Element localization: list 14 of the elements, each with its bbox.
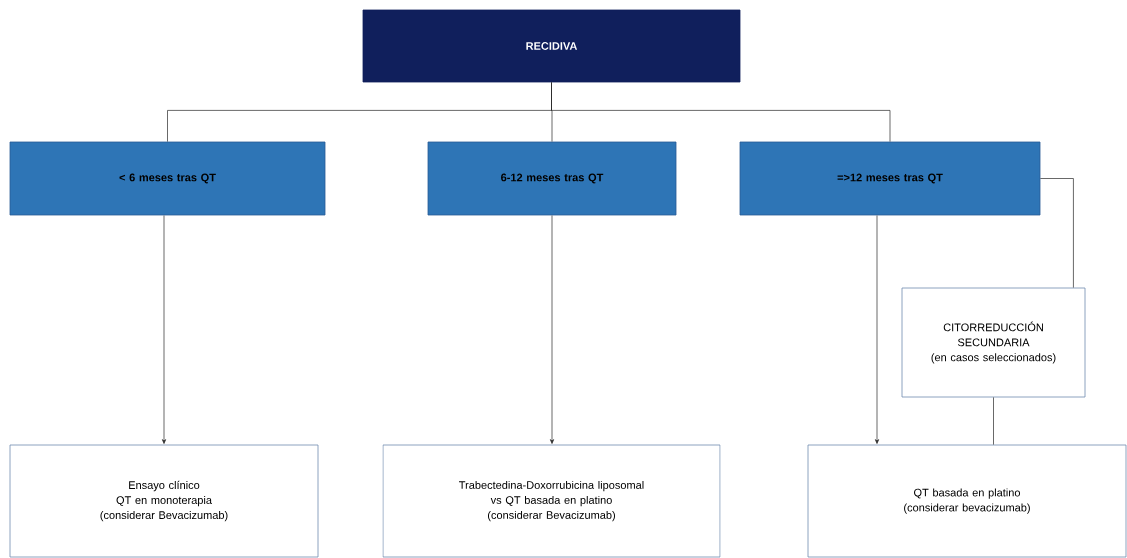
category-box: =>12 meses tras QT [739, 141, 1041, 216]
connector [549, 215, 555, 444]
process-box: CITORREDUCCIÓN SECUNDARIA (en casos seleccionados) [901, 287, 1086, 398]
category-box: 6-12 meses tras QT [427, 141, 677, 216]
connector [161, 215, 167, 444]
connector [551, 82, 891, 142]
category-box: < 6 meses tras QT [9, 141, 326, 216]
connector [1040, 178, 1074, 288]
connector [874, 215, 880, 444]
treatment-box: Ensayo clínico QT en monoterapia (considerar Bevacizumab) [9, 444, 319, 558]
root-box: RECIDIVA [362, 9, 741, 83]
treatment-box: QT basada en platino (considerar bevacizumab) [807, 444, 1127, 558]
connector [993, 397, 994, 445]
treatment-box: Trabectedina-Doxorrubicina liposomal vs QT basada en platino (considerar Bevacizumab) [382, 444, 721, 558]
